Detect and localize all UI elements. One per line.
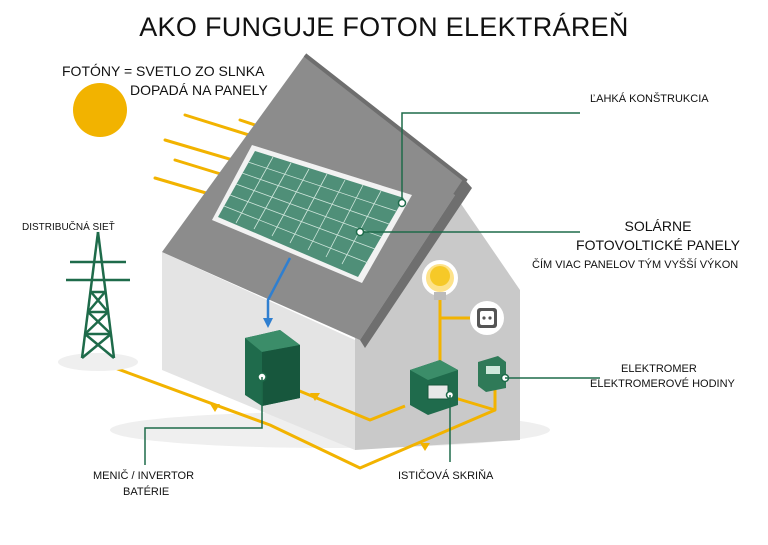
power-tower-icon (58, 231, 138, 371)
breaker-box (410, 360, 458, 415)
solar-label-line2: FOTOVOLTICKÉ PANELY (576, 237, 740, 253)
dc-wire (266, 257, 292, 325)
leader-lines (144, 112, 600, 465)
inverter-battery-box (245, 330, 300, 406)
light-bulb-icon (422, 260, 458, 300)
power-outlet-icon (470, 301, 504, 335)
sun-icon (73, 83, 127, 137)
solar-label-line3: ČÍM VIAC PANELOV TÝM VYŠŠÍ VÝKON (532, 259, 739, 271)
grid-label: DISTRIBUČNÁ SIEŤ (22, 222, 115, 233)
light-structure-label: ĽAHKÁ KONŠTRUKCIA (590, 93, 709, 105)
meter-label-line1: ELEKTROMER (621, 363, 697, 375)
inverter-label-line2: BATÉRIE (123, 486, 170, 498)
photons-label-line2: DOPADÁ NA PANELY (130, 82, 268, 98)
page-title: AKO FUNGUJE FOTON ELEKTRÁREŇ (139, 12, 629, 42)
solar-panel (212, 145, 412, 283)
photons-label-line1: FOTÓNY = SVETLO ZO SLNKA (62, 63, 265, 79)
electricity-meter (478, 356, 510, 392)
inverter-label-line1: MENIČ / INVERTOR (93, 470, 195, 482)
solar-label-line1: SOLÁRNE (624, 218, 692, 234)
breaker-box-label: ISTIČOVÁ SKRIŇA (398, 470, 494, 482)
meter-label-line2: ELEKTROMEROVÉ HODINY (590, 378, 735, 390)
